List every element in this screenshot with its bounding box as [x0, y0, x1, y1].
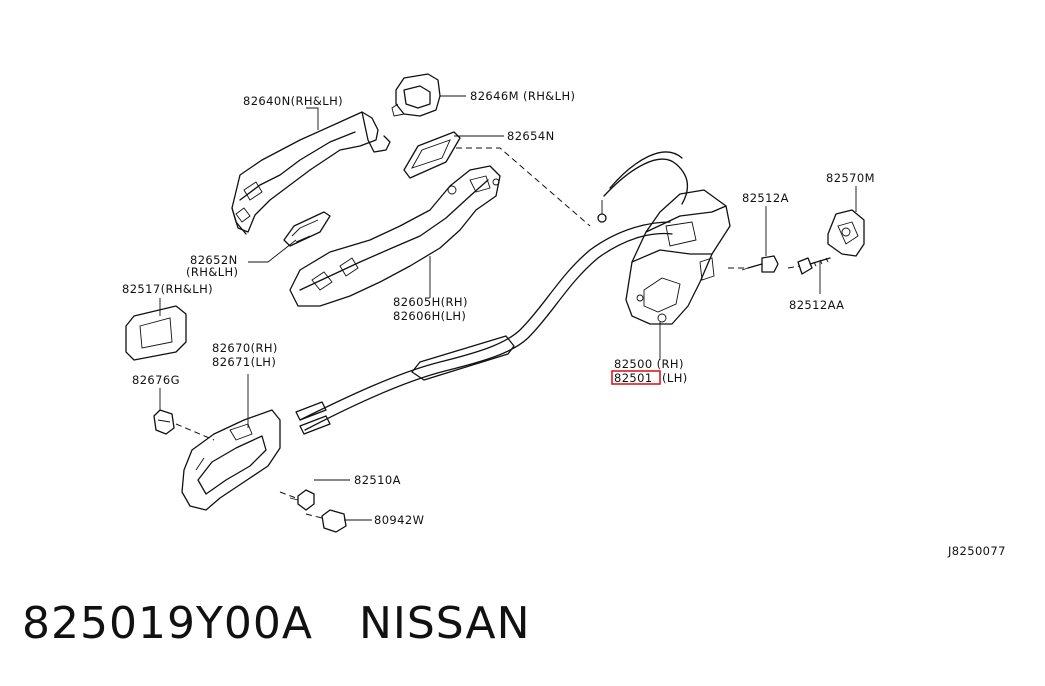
door-lock-actuator-drawing — [625, 189, 731, 325]
screw-82510A-drawing — [289, 489, 315, 511]
highlight-box-82501 — [611, 370, 661, 385]
label-82640N: 82640N(RH&LH) — [243, 94, 343, 108]
label-82512AA: 82512AA — [789, 298, 844, 312]
pad-82517-drawing — [125, 305, 187, 361]
label-82652N: 82652N — [190, 253, 238, 267]
cable-assembly-drawing — [295, 151, 688, 435]
inside-handle-drawing — [181, 409, 281, 511]
label-82671: 82671(LH) — [212, 355, 276, 369]
label-82570M: 82570M — [826, 171, 875, 185]
part-number: 825019Y00A — [22, 598, 313, 649]
label-82500: 82500 (RH) — [614, 357, 684, 371]
callout-labels: 82640N(RH&LH) 82646M (RH&LH) 82654N 8265… — [122, 89, 1006, 558]
leader-lines — [159, 95, 857, 521]
label-82605H: 82605H(RH) — [393, 295, 468, 309]
clip-80942W-drawing — [321, 509, 347, 533]
label-82501-side: (LH) — [662, 371, 688, 385]
striker-drawing — [827, 209, 865, 257]
label-80942W: 80942W — [374, 513, 424, 527]
label-82517: 82517(RH&LH) — [122, 282, 213, 296]
brand-name: NISSAN — [358, 598, 531, 649]
outside-handle-drawing — [231, 111, 391, 235]
label-82501: 82501 — [614, 371, 653, 385]
label-82654N: 82654N — [507, 129, 555, 143]
label-82670: 82670(RH) — [212, 341, 278, 355]
diagram-id: J8250077 — [947, 544, 1006, 558]
escutcheon-drawing — [283, 211, 331, 247]
bolt-82512AA-drawing — [797, 257, 831, 275]
label-82606H: 82606H(LH) — [393, 309, 466, 323]
label-82512A: 82512A — [742, 191, 789, 205]
screw-82512A-drawing — [741, 255, 779, 273]
label-82652N-side: (RH&LH) — [186, 265, 238, 279]
label-82646M: 82646M (RH&LH) — [470, 89, 575, 103]
label-82676G: 82676G — [132, 373, 180, 387]
handle-cap-drawing — [391, 73, 441, 117]
footer-caption: 825019Y00A NISSAN — [22, 598, 531, 649]
clip-82676G-drawing — [153, 409, 175, 435]
handle-bracket-drawing — [289, 165, 501, 307]
label-82510A: 82510A — [354, 473, 401, 487]
gasket-drawing — [403, 131, 461, 179]
